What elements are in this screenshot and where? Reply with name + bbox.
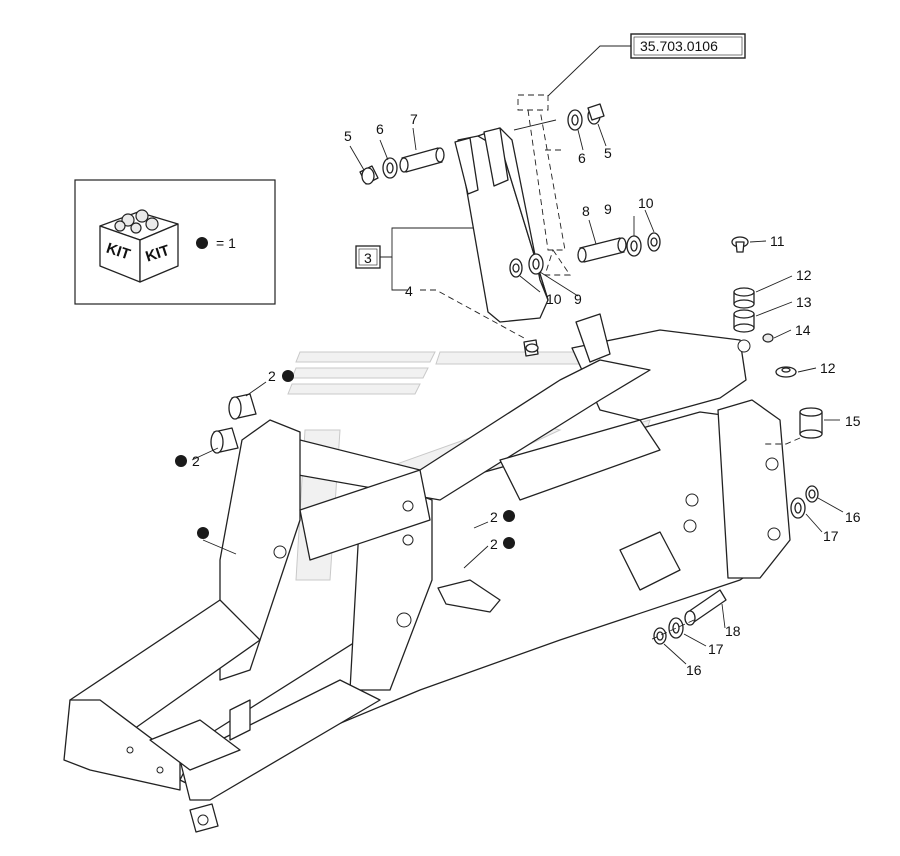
leader-lines bbox=[191, 119, 844, 665]
callout-9b: 9 bbox=[574, 291, 582, 307]
hydraulic-cylinder bbox=[517, 94, 571, 276]
kit-box-icon: KIT KIT bbox=[99, 209, 179, 283]
washer-17a bbox=[790, 497, 806, 519]
callout-2b: 2 bbox=[192, 453, 200, 469]
callout-7: 7 bbox=[410, 111, 418, 127]
kit-label-left: KIT bbox=[104, 240, 132, 264]
kit-label-right: KIT bbox=[143, 242, 171, 266]
kit-dot-icon bbox=[282, 370, 294, 382]
kit-dot-icon bbox=[197, 527, 209, 539]
callout-6a: 6 bbox=[376, 121, 384, 137]
callout-12b: 12 bbox=[820, 360, 836, 376]
callout-5b: 5 bbox=[604, 145, 612, 161]
callout-12a: 12 bbox=[796, 267, 812, 283]
callout-9a: 9 bbox=[604, 201, 612, 217]
bushing-12b bbox=[775, 366, 797, 378]
callout-2a: 2 bbox=[268, 368, 276, 384]
washer-6b bbox=[567, 109, 583, 131]
callout-17b: 17 bbox=[708, 641, 724, 657]
clip-10b bbox=[509, 258, 523, 278]
kit-dot-icon bbox=[503, 510, 515, 522]
lift-arm-link bbox=[454, 127, 549, 323]
callout-17a: 17 bbox=[823, 528, 839, 544]
callout-10b: 10 bbox=[546, 291, 562, 307]
washer-6a bbox=[382, 157, 398, 179]
callout-14: 14 bbox=[795, 322, 811, 338]
kit-dot-icon bbox=[503, 537, 515, 549]
callout-16a: 16 bbox=[845, 509, 861, 525]
callout-labels: 5 6 7 6 5 8 9 10 10 9 4 11 12 13 14 12 1… bbox=[192, 111, 861, 678]
callout-13: 13 bbox=[796, 294, 812, 310]
assembly-box: 3 bbox=[355, 227, 478, 291]
pin-8 bbox=[577, 237, 627, 263]
callout-4: 4 bbox=[405, 283, 413, 299]
bushing-13 bbox=[733, 309, 755, 333]
clip-10a bbox=[647, 232, 661, 252]
callout-8: 8 bbox=[582, 203, 590, 219]
main-frame bbox=[63, 313, 791, 833]
callout-10a: 10 bbox=[638, 195, 654, 211]
reference-code: 35.703.0106 bbox=[640, 38, 718, 54]
washer-9b bbox=[528, 253, 544, 275]
callout-16b: 16 bbox=[686, 662, 702, 678]
pin-18 bbox=[684, 589, 727, 626]
reference-box: 35.703.0106 bbox=[547, 33, 746, 97]
clip-16b bbox=[653, 627, 667, 645]
callout-2c: 2 bbox=[490, 509, 498, 525]
washer-9a bbox=[626, 235, 642, 257]
plug-11 bbox=[731, 236, 749, 253]
kit-legend: KIT KIT = 1 bbox=[74, 179, 276, 305]
callout-6b: 6 bbox=[578, 150, 586, 166]
callout-18: 18 bbox=[725, 623, 741, 639]
callout-5a: 5 bbox=[344, 128, 352, 144]
bushing-15 bbox=[799, 407, 823, 439]
nut-14 bbox=[762, 333, 774, 343]
clip-5b bbox=[587, 103, 605, 125]
kit-markers bbox=[175, 370, 515, 549]
callout-11: 11 bbox=[770, 233, 785, 249]
kit-dot-icon bbox=[175, 455, 187, 467]
clip-5a bbox=[359, 165, 379, 185]
clip-16a bbox=[805, 485, 819, 503]
callout-2d: 2 bbox=[490, 536, 498, 552]
assembly-label: 3 bbox=[364, 250, 372, 266]
grease-nipple-4 bbox=[523, 339, 539, 357]
bushing-2b bbox=[210, 427, 239, 454]
kit-dot-icon bbox=[196, 237, 208, 249]
callout-15: 15 bbox=[845, 413, 861, 429]
kit-equals-label: = 1 bbox=[216, 235, 236, 251]
bushing-2a bbox=[228, 393, 257, 420]
bushing-12a bbox=[733, 287, 755, 309]
pin-7 bbox=[399, 147, 445, 173]
washer-17b bbox=[668, 617, 684, 639]
